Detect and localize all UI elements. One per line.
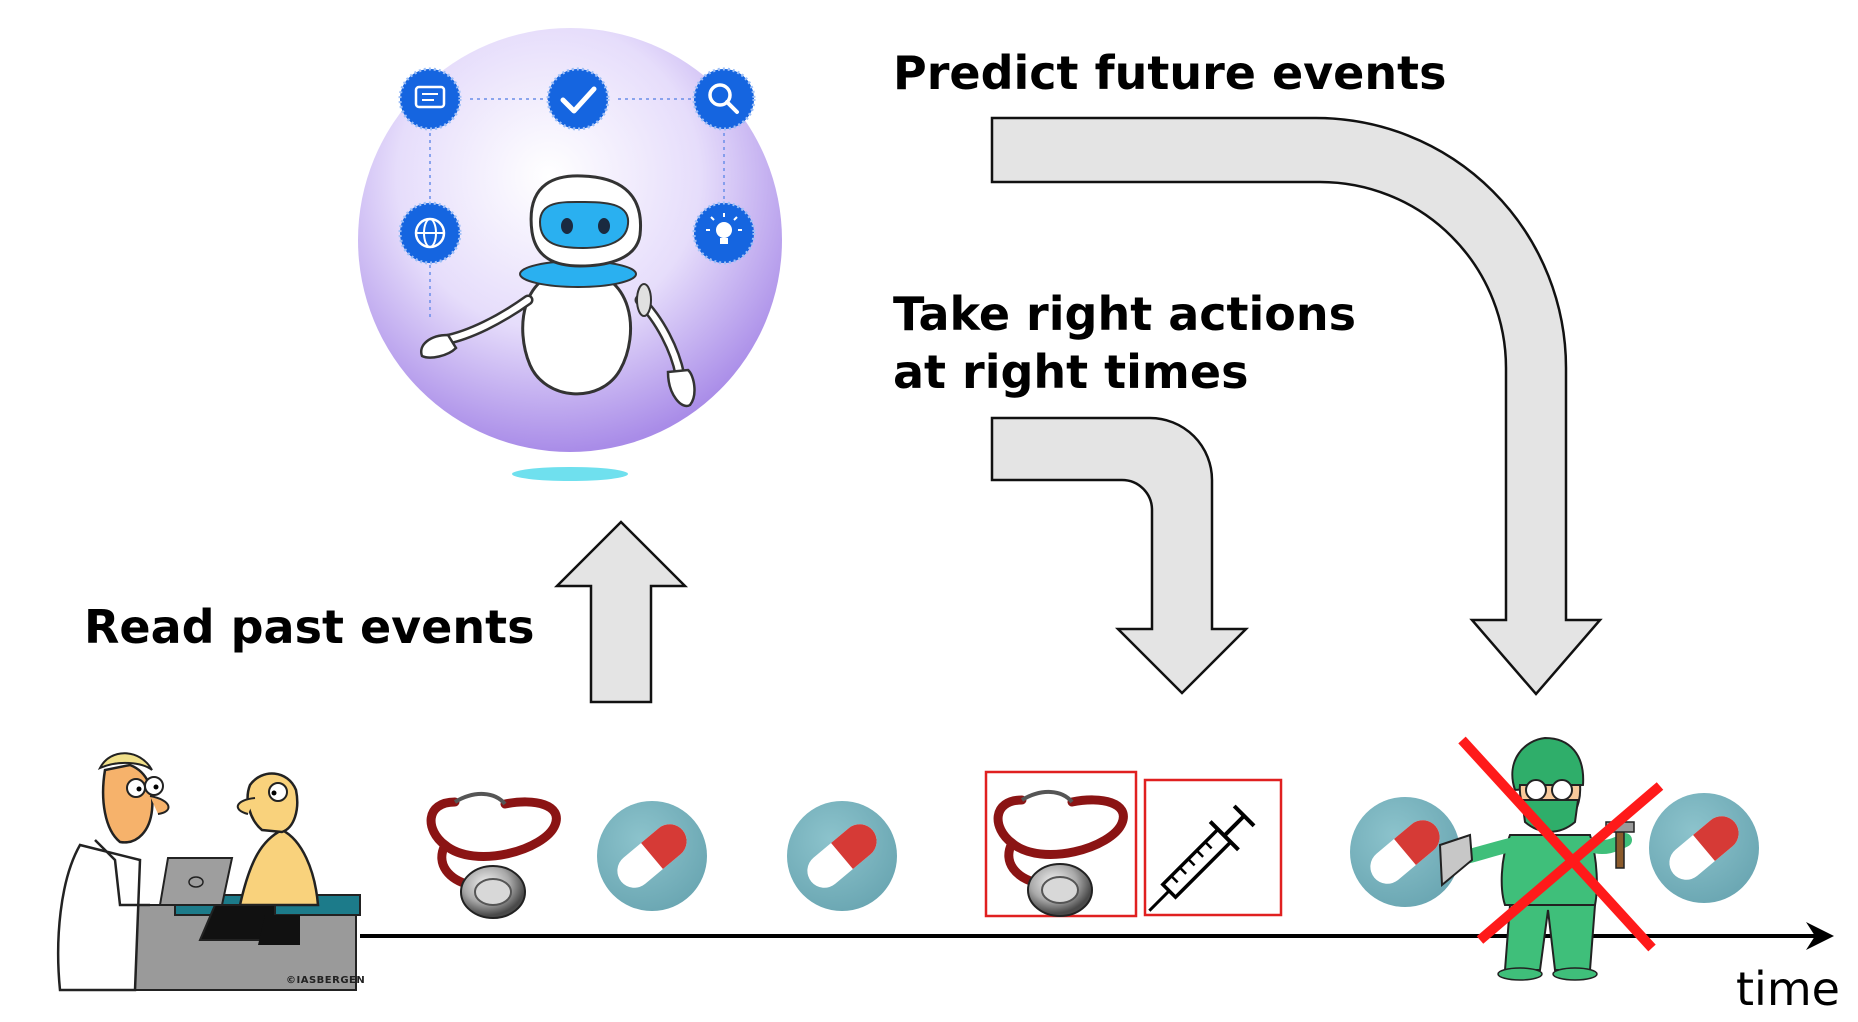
robot-figure bbox=[419, 174, 696, 408]
pill-capsule-icon bbox=[787, 801, 897, 911]
up-arrow bbox=[553, 520, 689, 704]
stethoscope-icon bbox=[993, 790, 1128, 917]
syringe-icon bbox=[1148, 804, 1256, 912]
surgeon-icon bbox=[1438, 736, 1635, 981]
stethoscope-icon bbox=[426, 792, 561, 919]
pill-capsule-icon bbox=[1649, 793, 1759, 903]
highlight-box-syringe bbox=[1143, 778, 1283, 917]
lightbulb-icon bbox=[692, 201, 756, 265]
pill-capsule-icon bbox=[597, 801, 707, 911]
doctor-patient-cartoon-icon bbox=[56, 752, 361, 992]
globe-icon bbox=[398, 201, 462, 265]
time-axis-label: time bbox=[1736, 962, 1840, 1016]
ai-robot-icon bbox=[358, 28, 782, 481]
red-x-icon bbox=[1458, 736, 1664, 952]
pill-capsule-icon bbox=[1350, 797, 1460, 907]
chat-icon bbox=[398, 67, 462, 131]
take-right-actions-label: Take right actions at right times bbox=[893, 285, 1356, 401]
search-icon bbox=[692, 67, 756, 131]
time-axis-arrowhead bbox=[1806, 922, 1834, 950]
robot-shadow bbox=[512, 467, 628, 481]
take-right-actions-line1: Take right actions bbox=[893, 287, 1356, 341]
check-icon bbox=[546, 67, 610, 131]
predict-future-events-label: Predict future events bbox=[893, 46, 1447, 100]
read-past-events-label: Read past events bbox=[84, 600, 535, 654]
bent-arrow-actions bbox=[990, 416, 1250, 695]
network-lines bbox=[429, 98, 725, 318]
take-right-actions-line2: at right times bbox=[893, 345, 1249, 399]
bent-arrow-predict bbox=[990, 116, 1603, 696]
cartoon-credit: ©IASBERGEN bbox=[286, 975, 366, 986]
